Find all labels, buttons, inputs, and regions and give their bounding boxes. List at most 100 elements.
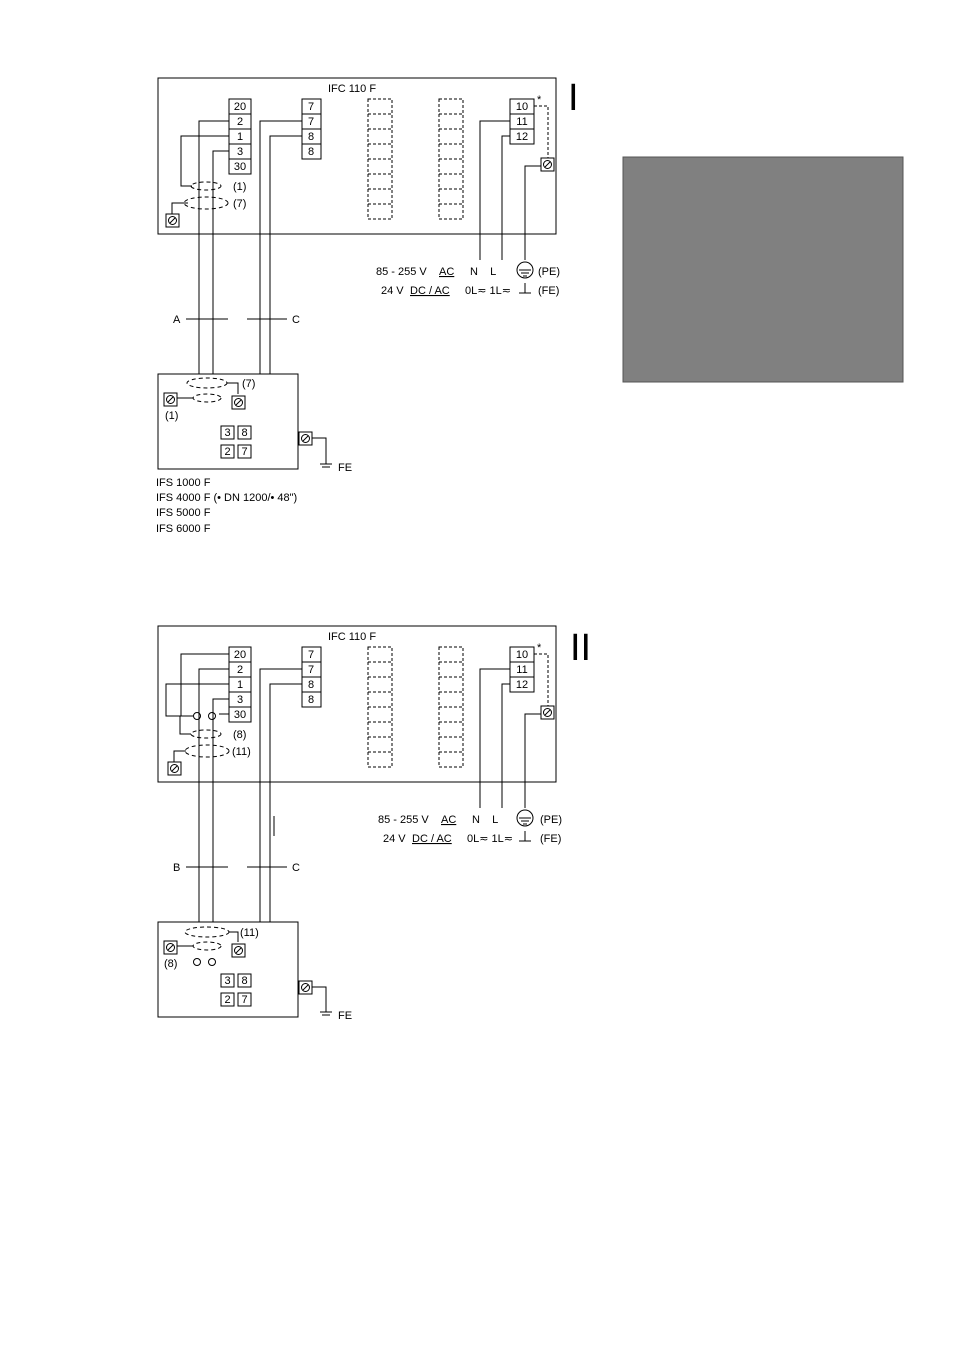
fe-label: FE [338,1010,352,1022]
model-name: IFS 6000 F [156,523,211,535]
protective-earth-icon [516,809,534,827]
earth-clamp-icon [298,431,313,446]
inner-shield [190,729,222,739]
svg-text:AC: AC [441,814,456,826]
sensor-terminals: 3 8 2 7 [220,425,252,459]
terminal-label: 8 [308,131,314,143]
roman-numeral: I [568,77,579,119]
svg-text:N L: N L [472,814,498,826]
terminal-label: 30 [234,161,246,173]
wiring-diagram-2: IFC 110 F II 20 2 1 3 30 7 7 8 8 [157,625,591,1022]
svg-text:(FE): (FE) [540,833,561,845]
terminal-label: 10 [516,101,528,113]
shield-clamp-icon [163,940,178,955]
terminal-label: 1 [237,131,243,143]
terminal-label: 10 [516,649,528,661]
svg-text:24 V: 24 V [383,833,406,845]
inner-shield [190,181,222,191]
terminal-strip-middle: 7 7 8 8 [301,98,322,160]
cable-label: C [292,314,300,326]
shield-clamp-icon [231,395,246,410]
terminal-label: 7 [308,649,314,661]
terminal-label: 20 [234,649,246,661]
protective-earth-icon [516,261,534,279]
terminal-strip-left: 20 2 1 3 30 [228,98,252,175]
svg-text:85 - 255 V: 85 - 255 V [376,266,427,278]
asterisk-note: * [537,94,542,106]
terminal-label: 12 [516,131,528,143]
terminal-label: 7 [241,446,247,458]
svg-text:DC / AC: DC / AC [412,833,452,845]
model-name: IFS 5000 F [156,507,211,519]
sensor-terminals: 3 8 2 7 [220,973,252,1007]
supply-label-dc: 24 V DC / AC 0L≂ 1L≂ (FE) [383,831,561,845]
svg-text:0L≂ 1L≂: 0L≂ 1L≂ [465,285,511,297]
terminal-label: 30 [234,709,246,721]
terminal-label: 7 [241,994,247,1006]
terminal-label: 3 [237,146,243,158]
terminal-label: 7 [308,664,314,676]
shield-label: (1) [165,410,178,422]
terminal-label: 11 [516,664,527,676]
optional-terminal-strip [438,98,464,220]
cable-label: C [292,862,300,874]
model-name: IFS 4000 F (• DN 1200/• 48") [156,492,297,504]
model-name: IFS 1000 F [156,477,211,489]
fe-label: FE [338,462,352,474]
terminal-label: 8 [241,975,247,987]
optional-terminal-strip [367,98,393,220]
shield-clamp-icon [165,213,180,228]
terminal-label: 8 [241,427,247,439]
terminal-label: 3 [224,427,230,439]
terminal-strip-middle: 7 7 8 8 [301,646,322,708]
shield-label: (1) [233,181,246,193]
converter-box [157,625,557,783]
terminal-label: 8 [308,146,314,158]
asterisk-note: * [537,642,542,654]
shield-label: (8) [233,729,246,741]
shield-clamp-icon [231,943,246,958]
terminal-label: 2 [224,994,230,1006]
svg-text:AC: AC [439,266,454,278]
outer-shield [184,744,230,758]
terminal-strip-power: 10 11 12 * [509,94,555,172]
supply-label-ac: 85 - 255 V AC N L (PE) [376,261,560,279]
converter-box [157,77,557,235]
shield-clamp-icon [167,761,182,776]
terminal-label: 1 [237,679,243,691]
converter-title: IFC 110 F [328,631,376,643]
terminal-label: 3 [224,975,230,987]
terminal-label: 8 [308,679,314,691]
terminal-label: 12 [516,679,528,691]
outer-shield [183,196,229,210]
svg-text:85 - 255 V: 85 - 255 V [378,814,429,826]
terminal-label: 7 [308,101,314,113]
shield-label: (7) [233,198,246,210]
svg-text:(PE): (PE) [538,266,560,278]
shield-label: (8) [164,958,177,970]
terminal-label: 7 [308,116,314,128]
terminal-label: 2 [224,446,230,458]
terminal-label: 20 [234,101,246,113]
earth-clamp-icon [298,980,313,995]
terminal-label: 2 [237,664,243,676]
supply-label-ac: 85 - 255 V AC N L (PE) [378,809,562,827]
shield-label: (11) [240,927,259,939]
terminal-strip-power: 10 11 12 * [509,642,555,720]
terminal-strip-left: 20 2 1 3 30 [228,646,252,723]
sensor-model-list: IFS 1000 F IFS 4000 F (• DN 1200/• 48") … [156,477,297,535]
shield-label: (11) [232,746,251,758]
cable-label: B [173,862,180,874]
svg-text:(FE): (FE) [538,285,559,297]
svg-text:24 V: 24 V [381,285,404,297]
roman-numeral: II [570,627,591,669]
svg-text:0L≂ 1L≂: 0L≂ 1L≂ [467,833,513,845]
svg-text:N L: N L [470,266,496,278]
optional-terminal-strip [438,646,464,768]
terminal-label: 8 [308,694,314,706]
terminal-label: 2 [237,116,243,128]
shield-clamp-icon [163,392,178,407]
terminal-label: 3 [237,694,243,706]
supply-label-dc: 24 V DC / AC 0L≂ 1L≂ (FE) [381,283,559,297]
